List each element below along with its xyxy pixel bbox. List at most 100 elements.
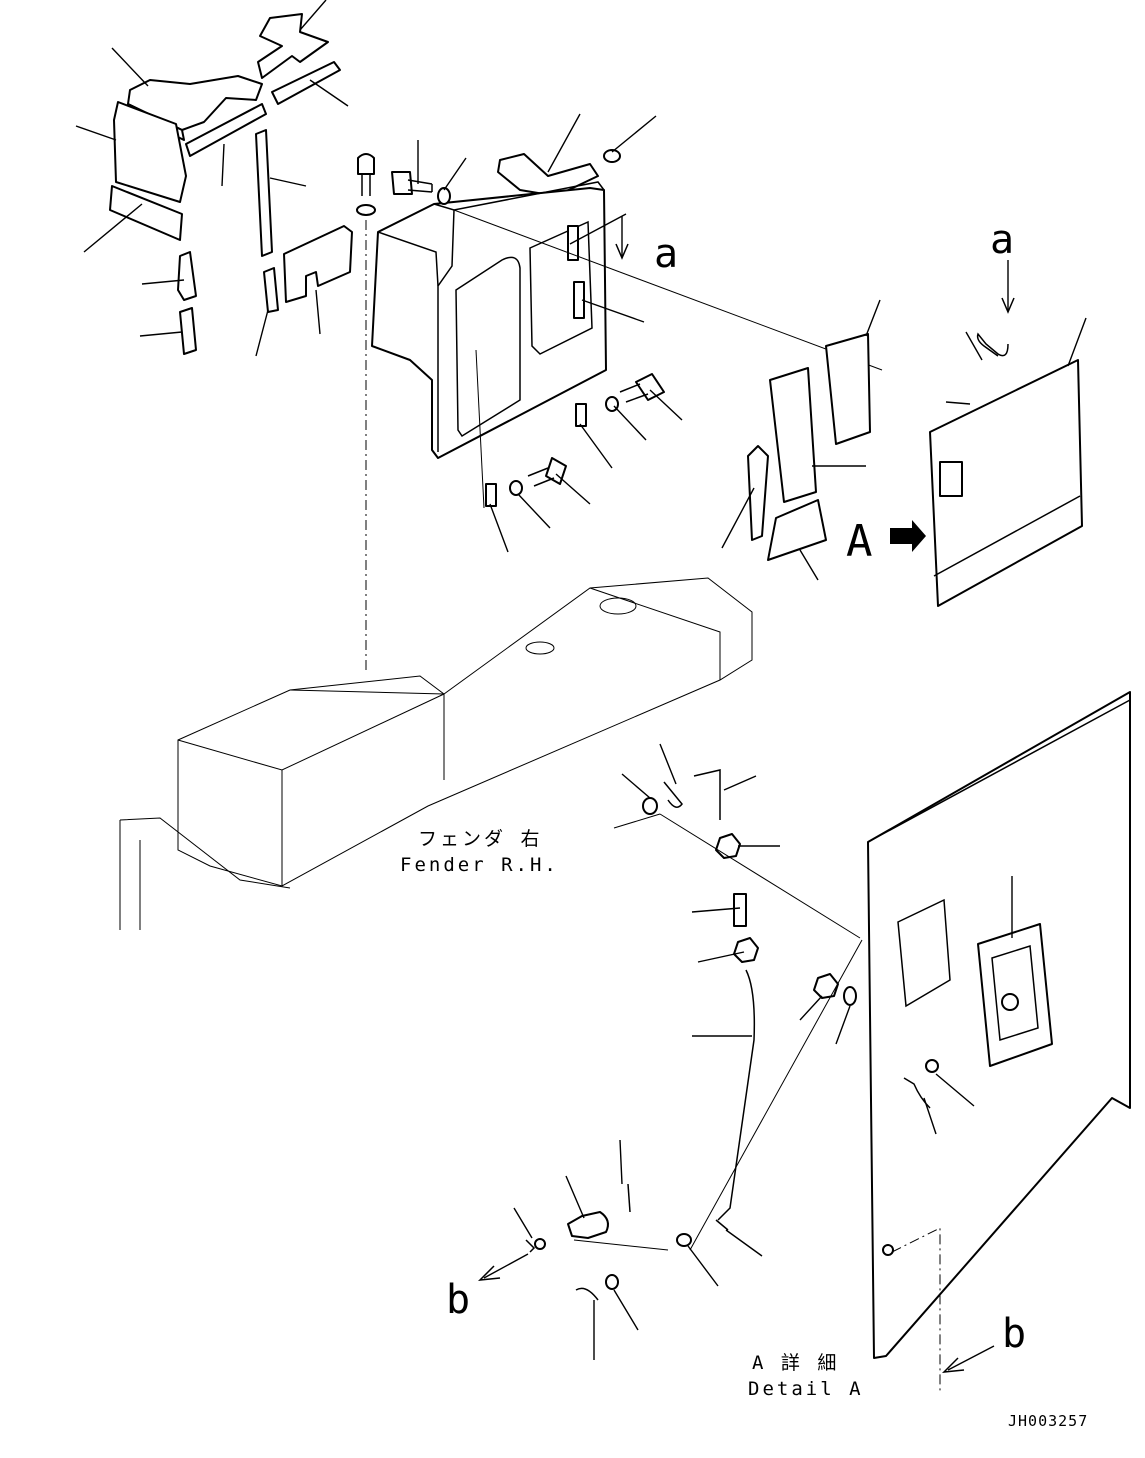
detail-window (897, 898, 951, 1008)
arrow-b-left-shaft (483, 1253, 529, 1279)
right-pad-leaders (721, 299, 881, 581)
callout-b-right: b (1002, 1311, 1027, 1357)
housing-edges (433, 181, 605, 452)
vertical-bolt-shank (361, 174, 371, 196)
latch-plate-inner (991, 945, 1039, 1041)
lock-spring (534, 1238, 546, 1250)
detail-caption-jp: A 詳 細 (752, 1352, 840, 1374)
side-panel-assembly (356, 113, 883, 670)
vertical-washer (356, 204, 376, 216)
vertical-bar-pad (255, 129, 273, 257)
bolt-head-right (635, 373, 665, 401)
pad-right-4 (767, 499, 827, 561)
fender-caption-en: Fender R.H. (400, 854, 559, 876)
door-panel (929, 359, 1083, 607)
pad-leaders (75, 0, 349, 357)
small-pad-3 (263, 267, 279, 313)
fender-hole-1 (599, 597, 637, 615)
spring-wire (525, 1239, 536, 1253)
arrow-b-right-head (941, 1357, 965, 1373)
rod-leaders (945, 331, 983, 405)
long-rod (717, 969, 756, 1221)
bolt-shank-right (619, 383, 649, 403)
door-line (933, 495, 1081, 577)
detail-hinge-pin (882, 1244, 894, 1256)
notched-pad (283, 225, 353, 303)
panel-leaders (417, 113, 683, 553)
top-bracket (497, 153, 599, 197)
nut-col-2 (733, 937, 759, 963)
fender-bracket (119, 817, 291, 930)
door-latch (939, 461, 963, 497)
fender-assembly (119, 577, 753, 930)
fender-outline (177, 577, 753, 887)
rod-arrow-head (1001, 297, 1015, 314)
clip-lock-2 (575, 1287, 599, 1301)
detail-door-edge (867, 699, 1131, 843)
callout-b-left: b (446, 1277, 471, 1323)
washer-detail (843, 986, 857, 1006)
fender-hole-2 (525, 641, 555, 655)
bolt-shank-top (407, 179, 433, 193)
fender-caption-jp: フェンダ 右 (418, 828, 543, 850)
phantom-line-2 (475, 349, 485, 509)
strip-pad-2 (185, 103, 267, 157)
small-pad-2 (179, 307, 197, 355)
bolt-head-top (391, 171, 413, 195)
detail-leaders-2 (621, 743, 780, 1037)
pin-detail (903, 1077, 931, 1109)
door-leader (1067, 317, 1087, 367)
clip-lower (485, 483, 497, 507)
washer-col-1 (642, 797, 658, 815)
bolt-shank-lower (527, 467, 555, 487)
detail-a-assembly (477, 691, 1131, 1392)
nut-detail (813, 973, 839, 999)
strip-pad-3 (109, 185, 183, 241)
washer-detail-2 (925, 1059, 939, 1073)
clip-lock-3 (715, 1219, 729, 1231)
washer-lock (676, 1233, 692, 1247)
view-marker-A: A (846, 516, 873, 567)
vertical-bolt-head (357, 153, 375, 175)
arrow-a-head (615, 243, 629, 260)
window-left (455, 256, 521, 438)
nut-col-1 (715, 833, 741, 859)
pad-right-3 (747, 445, 769, 541)
washer-top (437, 187, 451, 205)
arrow-b-right-shaft (947, 1345, 995, 1371)
spacer-col (733, 893, 747, 927)
phantom-line-1 (453, 209, 883, 371)
housing-top-edge (377, 231, 439, 287)
l-pad-top (257, 13, 329, 79)
detail-phantom-1 (613, 813, 861, 939)
l-rod-col (693, 769, 721, 820)
clip-col-1 (663, 781, 683, 808)
lock-phantom (573, 939, 863, 1251)
drawing-number: JH003257 (1008, 1412, 1089, 1430)
washer-lock-2 (605, 1274, 619, 1290)
pad-right-1 (825, 333, 871, 445)
latch-knob (1001, 993, 1019, 1011)
callout-a-right: a (990, 217, 1015, 263)
detail-leaders-1 (799, 995, 975, 1135)
strip-pad-1 (271, 61, 341, 105)
door-rod (976, 332, 1009, 357)
callout-a-top: a (654, 231, 679, 277)
washer-top-right (603, 149, 621, 163)
fender-rail-edges (443, 587, 721, 780)
small-pad-1 (177, 251, 197, 301)
detail-caption-en: Detail A (748, 1378, 864, 1400)
arrow-b-left-head (477, 1265, 501, 1281)
right-pads-and-door (721, 260, 1087, 607)
pad-group-top-left (75, 0, 353, 357)
lock-leaders (513, 1139, 763, 1360)
fender-box-edges (177, 689, 445, 886)
pad-right-2 (769, 367, 817, 503)
lock-cam (567, 1211, 609, 1239)
clip-right (575, 403, 587, 427)
block-pad (113, 101, 187, 203)
washer-lower (509, 480, 523, 496)
pin-lock (627, 1183, 631, 1213)
